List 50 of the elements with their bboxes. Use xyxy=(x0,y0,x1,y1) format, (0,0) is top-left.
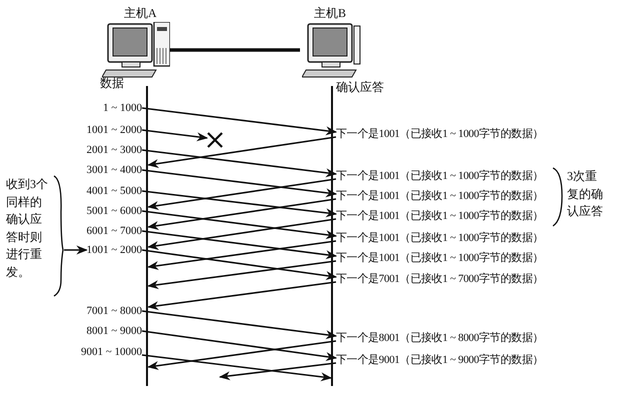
timeline xyxy=(331,86,334,386)
data-range-label: 2001 ~ 3000 xyxy=(86,143,142,157)
data-range-label: 9001 ~ 10000 xyxy=(81,345,142,359)
annotation-text: 3次重复的确认应答 xyxy=(567,168,604,220)
network-cable xyxy=(170,48,300,52)
arrow xyxy=(142,169,338,198)
data-range-label: 1001 ~ 2000 xyxy=(86,123,142,137)
column-heading: 确认应答 xyxy=(336,80,384,94)
timeline xyxy=(146,86,148,386)
arrow xyxy=(142,330,338,362)
ack-label: 下一个是8001（已接收1 ~ 8000字节的数据） xyxy=(336,331,544,345)
data-range-label: 7001 ~ 8000 xyxy=(86,304,142,318)
data-range-label: 1 ~ 1000 xyxy=(103,101,142,115)
host-label: 主机B xyxy=(314,6,346,20)
ack-label: 下一个是9001（已接收1 ~ 9000字节的数据） xyxy=(336,353,544,367)
arrow xyxy=(142,230,338,260)
arrow xyxy=(142,210,338,240)
arrow xyxy=(142,107,338,136)
arrow xyxy=(147,218,336,250)
data-range-label: 3001 ~ 4000 xyxy=(86,163,142,177)
arrow xyxy=(142,190,338,218)
arrow xyxy=(147,178,336,210)
ack-label: 下一个是1001（已接收1 ~ 1000字节的数据） xyxy=(336,127,544,141)
data-range-label: 1001 ~ 2000 xyxy=(86,243,142,257)
ack-label: 下一个是1001（已接收1 ~ 1000字节的数据） xyxy=(336,169,544,183)
ack-label: 下一个是7001（已接收1 ~ 7000字节的数据） xyxy=(336,272,544,286)
ack-label: 下一个是1001（已接收1 ~ 1000字节的数据） xyxy=(336,189,544,203)
arrow xyxy=(142,149,338,178)
data-range-label: 4001 ~ 5000 xyxy=(86,184,142,198)
arrow xyxy=(147,198,336,230)
arrow xyxy=(147,260,336,290)
note-text: 收到3个同样的确认应答时则进行重发。 xyxy=(6,176,50,281)
arrow xyxy=(147,281,336,310)
host-label: 主机A xyxy=(124,6,157,20)
ack-label: 下一个是1001（已接收1 ~ 1000字节的数据） xyxy=(336,231,544,245)
ack-label: 下一个是1001（已接收1 ~ 1000字节的数据） xyxy=(336,251,544,265)
arrow xyxy=(147,136,336,168)
data-range-label: 6001 ~ 7000 xyxy=(86,224,142,238)
arrow xyxy=(147,340,336,370)
arrow xyxy=(142,249,338,280)
arrow xyxy=(142,354,332,382)
column-heading: 数据 xyxy=(100,76,124,90)
arrow xyxy=(218,362,336,380)
arrow xyxy=(142,310,338,340)
ack-label: 下一个是1001（已接收1 ~ 1000字节的数据） xyxy=(336,209,544,223)
data-range-label: 5001 ~ 6000 xyxy=(86,204,142,218)
data-range-label: 8001 ~ 9000 xyxy=(86,324,142,338)
arrow xyxy=(147,240,336,270)
arrow xyxy=(64,246,88,254)
arrow xyxy=(142,129,208,142)
